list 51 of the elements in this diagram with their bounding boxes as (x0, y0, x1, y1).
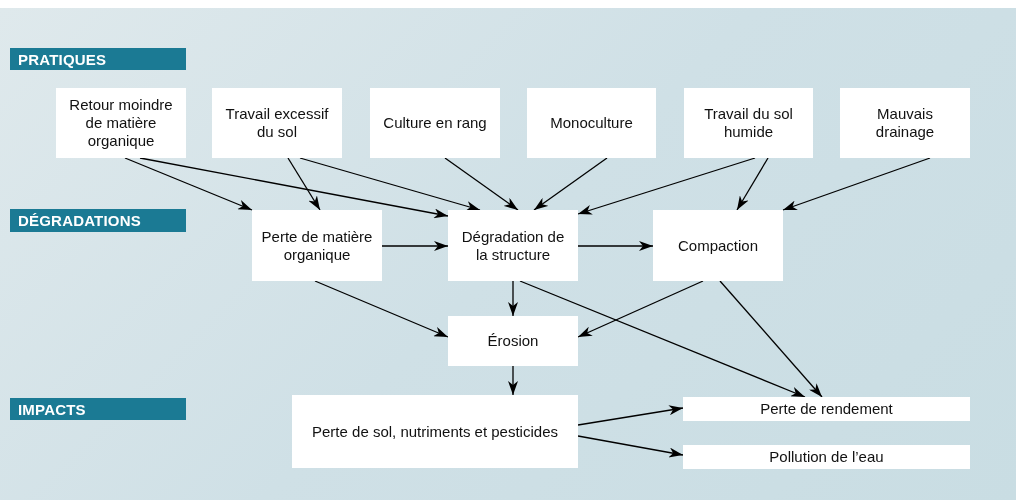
section-band (10, 398, 186, 420)
process-box (527, 88, 656, 158)
section-band (10, 48, 186, 70)
arrow (577, 435, 684, 458)
process-box (683, 397, 970, 421)
arrow (577, 405, 684, 426)
arrow (577, 241, 654, 251)
process-box (370, 88, 500, 158)
process-box (683, 445, 970, 469)
arrow (508, 365, 518, 396)
arrow (577, 280, 704, 338)
process-box (448, 210, 578, 281)
arrow (719, 280, 823, 398)
arrow (519, 280, 806, 398)
box-label: Compaction (677, 236, 758, 255)
section-heading: PRATIQUES (18, 50, 107, 68)
arrow (139, 157, 449, 219)
box-label: Travail excessif du sol (224, 105, 330, 141)
arrow (782, 157, 931, 211)
arrow (299, 157, 481, 211)
arrow (287, 157, 321, 211)
process-box (212, 88, 342, 158)
arrow (381, 241, 449, 251)
arrow (533, 157, 608, 211)
process-box (653, 210, 783, 281)
box-label: Perte de sol, nutriments et pesticides (312, 422, 558, 441)
box-label: Mauvais drainage (874, 105, 936, 141)
box-label: Perte de rendement (760, 400, 893, 418)
box-label: Culture en rang (383, 114, 487, 132)
box-label: Érosion (487, 332, 539, 350)
box-label: Travail du sol humide (703, 105, 794, 141)
box-label: Monoculture (550, 114, 633, 132)
box-label: Retour moindre de matière organique (68, 96, 174, 150)
process-box (56, 88, 186, 158)
section-heading: DÉGRADATIONS (18, 212, 141, 229)
arrow (508, 280, 518, 317)
process-box (840, 88, 970, 158)
arrow (124, 157, 253, 211)
arrow (444, 157, 519, 211)
arrow (577, 157, 756, 215)
box-label: Pollution de l’eau (769, 448, 884, 466)
process-box (252, 210, 382, 281)
section-heading: IMPACTS (18, 400, 86, 418)
process-box (684, 88, 813, 158)
process-box (448, 316, 578, 366)
arrow (736, 157, 769, 211)
box-label: Perte de matière organique (260, 227, 374, 264)
section-band (10, 209, 186, 232)
box-label: Dégradation de la structure (460, 227, 566, 264)
arrow (314, 280, 449, 338)
process-box (292, 395, 578, 468)
